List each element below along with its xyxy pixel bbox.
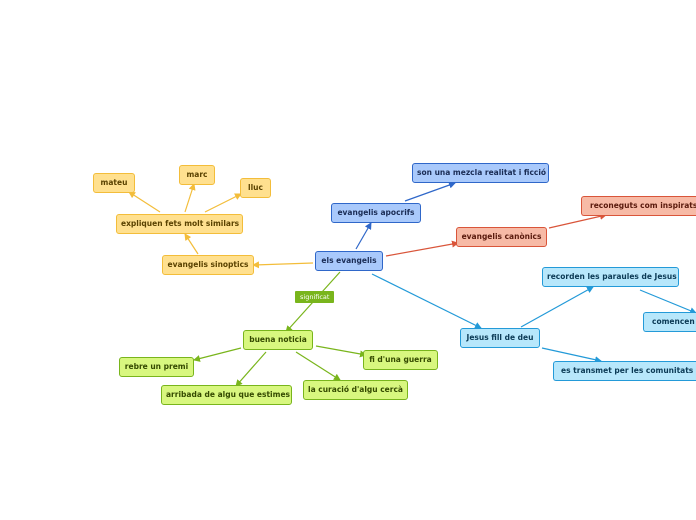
node-fi-guerra[interactable]: fi d'una guerra xyxy=(363,350,438,370)
node-label: comencen a xyxy=(652,317,696,326)
node-label: mateu xyxy=(100,178,128,187)
edge-explican-lluc xyxy=(204,193,242,213)
edge-sinoptics-explican xyxy=(184,233,199,255)
edge-buena-arribada xyxy=(235,351,267,387)
node-expliquen-fets[interactable]: expliquen fets molt similars xyxy=(116,214,243,234)
node-jesus-fill-de-deu[interactable]: Jesus fill de deu xyxy=(460,328,540,348)
edge-buena-premi xyxy=(193,347,242,362)
node-label: arribada de algu que estimes xyxy=(166,390,290,399)
edge-central-canonics xyxy=(385,240,459,257)
node-label: evangelis apocrifs xyxy=(337,208,415,217)
edge-buena-guerra xyxy=(315,345,367,358)
central-topic-els-evangelis[interactable]: els evangelis xyxy=(315,251,383,271)
node-evangelis-canonics[interactable]: evangelis canònics xyxy=(456,227,547,247)
node-label: Jesus fill de deu xyxy=(466,333,534,342)
relationship-label-text: significat xyxy=(300,293,330,301)
node-label: recorden les paraules de Jesus xyxy=(547,272,677,281)
edge-jesus-transmet xyxy=(541,347,602,364)
edge-buena-curacio xyxy=(295,351,341,381)
node-mezcla-realitat-ficcio[interactable]: son una mezcla realitat i ficció xyxy=(412,163,549,183)
node-lluc[interactable]: lluc xyxy=(240,178,271,198)
node-rebre-un-premi[interactable]: rebre un premi xyxy=(119,357,194,377)
node-label: buena noticia xyxy=(249,335,307,344)
node-label: rebre un premi xyxy=(124,362,189,371)
node-label: evangelis canònics xyxy=(461,232,542,241)
node-evangelis-sinoptics[interactable]: evangelis sinoptics xyxy=(162,255,254,275)
node-label: reconeguts com inspirats p xyxy=(590,201,696,210)
edge-jesus-recorden xyxy=(520,286,594,328)
node-label: fi d'una guerra xyxy=(369,355,432,364)
edge-canonics-reconeguts xyxy=(548,212,607,229)
node-label: son una mezcla realitat i ficció xyxy=(417,168,547,177)
node-label: evangelis sinoptics xyxy=(167,260,249,269)
node-curacio-algu[interactable]: la curació d'algu cercà xyxy=(303,380,408,400)
node-buena-noticia[interactable]: buena noticia xyxy=(243,330,313,350)
node-label: expliquen fets molt similars xyxy=(121,219,240,228)
central-topic-label: els evangelis xyxy=(321,256,377,265)
node-transmet-comunitats[interactable]: es transmet per les comunitats de xyxy=(553,361,696,381)
edge-central-jesus xyxy=(371,273,482,329)
node-label: es transmet per les comunitats de xyxy=(561,366,696,375)
edge-central-apocrifs xyxy=(355,222,372,250)
edge-explican-marc xyxy=(184,183,196,213)
node-comencen[interactable]: comencen a xyxy=(643,312,696,332)
node-evangelis-apocrifs[interactable]: evangelis apocrifs xyxy=(331,203,421,223)
node-arribada-algu[interactable]: arribada de algu que estimes xyxy=(161,385,292,405)
edge-recorden-comencen xyxy=(639,289,696,314)
node-recorden-paraules[interactable]: recorden les paraules de Jesus xyxy=(542,267,679,287)
node-label: lluc xyxy=(248,183,263,192)
node-label: marc xyxy=(186,170,208,179)
node-mateu[interactable]: mateu xyxy=(93,173,135,193)
relationship-label-significat[interactable]: significat xyxy=(295,291,335,303)
node-marc[interactable]: marc xyxy=(179,165,215,185)
edge-central-sinoptics xyxy=(252,261,314,269)
node-reconeguts-inspirats[interactable]: reconeguts com inspirats p xyxy=(581,196,696,216)
edge-apocrifs-mezcla xyxy=(404,181,456,202)
node-label: la curació d'algu cercà xyxy=(308,385,403,394)
edge-explican-mateu xyxy=(128,191,161,213)
